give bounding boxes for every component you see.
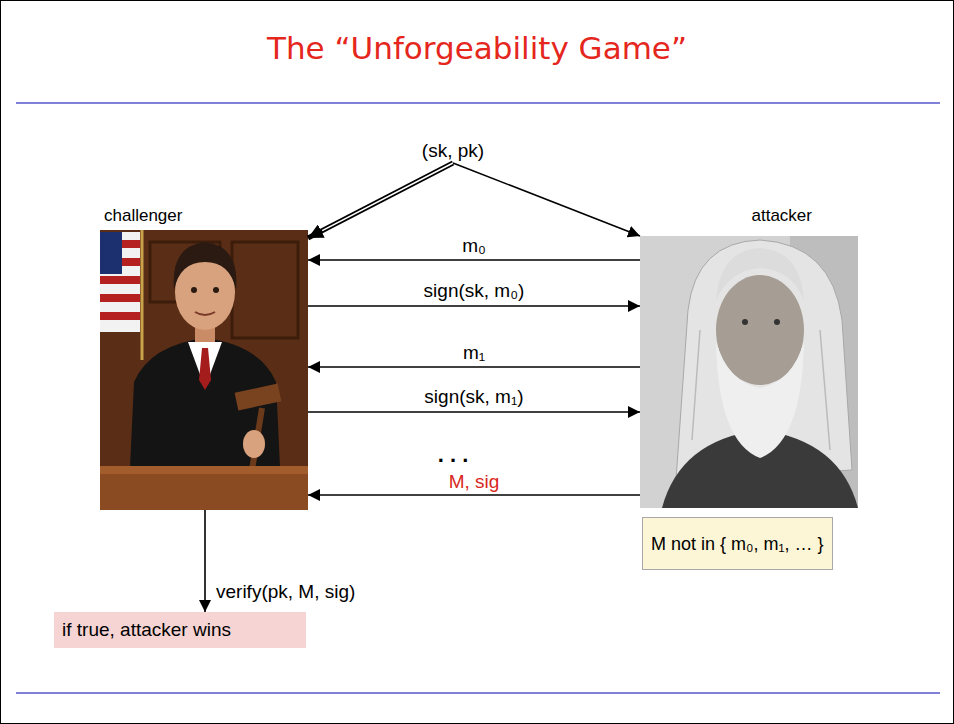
- result-box: if true, attacker wins: [54, 612, 306, 648]
- message-label: m₁: [463, 342, 485, 364]
- role-heading: attacker: [640, 206, 858, 228]
- arrow-line: [308, 366, 640, 368]
- message-label: M, sig: [449, 471, 500, 493]
- rule-line: [16, 102, 940, 104]
- message-arrow: [308, 306, 640, 307]
- arrow-line: [308, 305, 640, 307]
- arrow-line: [308, 494, 640, 496]
- message-label: sign(sk, m₀): [424, 280, 525, 302]
- message-arrow: [205, 510, 206, 612]
- attacker-photo: [640, 236, 858, 508]
- message-arrow: [308, 163, 453, 238]
- message-arrow: [453, 163, 640, 236]
- message-arrow: [308, 412, 640, 413]
- message-arrow: [308, 367, 640, 368]
- message-arrow: [308, 260, 640, 261]
- message-label: verify(pk, M, sig): [216, 581, 355, 603]
- message-arrow: [308, 495, 640, 496]
- arrow-line: [453, 163, 640, 236]
- role-heading: challenger: [100, 206, 308, 228]
- note-text: M not in { m₀, m₁, … }: [651, 533, 824, 555]
- double-line-gap: [322, 163, 453, 231]
- arrow-line: [308, 259, 640, 261]
- attacker-photo: attacker: [640, 206, 858, 508]
- result-text: if true, attacker wins: [62, 619, 231, 641]
- key-pair-label: (sk, pk): [416, 139, 490, 163]
- key-pair-text: (sk, pk): [422, 140, 484, 162]
- slide-title: The “Unforgeability Game”: [0, 28, 954, 68]
- condition-note: M not in { m₀, m₁, … }: [642, 517, 833, 570]
- ellipsis-mark: . . .: [438, 443, 469, 467]
- message-label: sign(sk, m₁): [424, 386, 523, 408]
- arrow-line: [308, 163, 453, 238]
- arrow-line: [204, 510, 206, 612]
- message-label: m₀: [462, 235, 486, 257]
- arrow-line: [308, 411, 640, 413]
- rule-line: [16, 692, 940, 694]
- challenger-photo: challenger: [100, 206, 308, 510]
- judge-photo: [100, 230, 308, 510]
